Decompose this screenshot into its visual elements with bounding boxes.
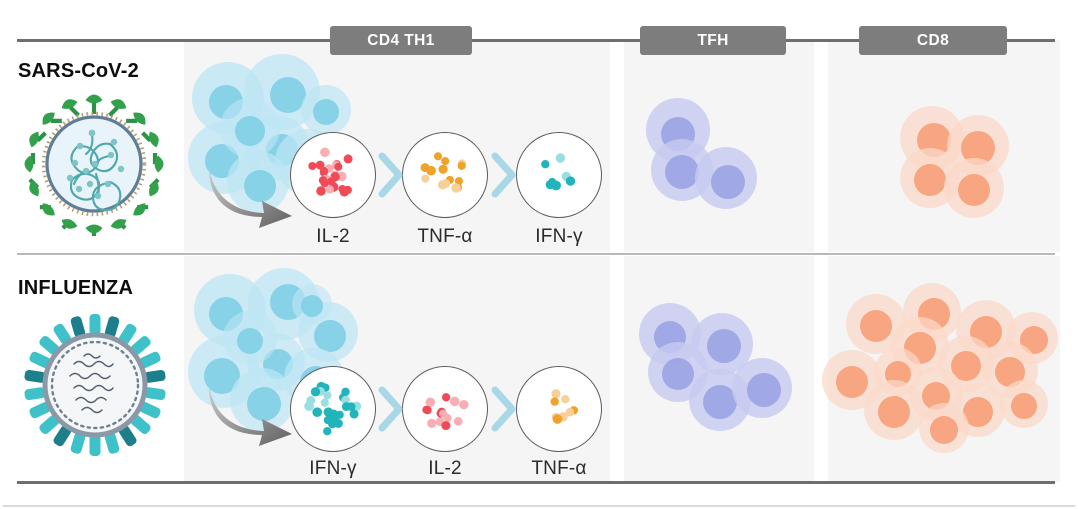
- cytokine-circle-influenza-2: [516, 366, 602, 452]
- chevron-right-icon-sars-0: [378, 152, 404, 198]
- row-divider-rule: [17, 253, 1055, 255]
- tfh-cell-cluster-influenza: [634, 300, 809, 460]
- cd4th1-cell-cluster-influenza: [186, 262, 366, 447]
- cytokine-label-influenza-0: IFN-γ: [309, 458, 357, 479]
- cytokine-label-influenza-1: IL-2: [428, 458, 462, 479]
- cytokine-circle-influenza-0: [290, 366, 376, 452]
- sars-cov-2-virion-icon: [22, 92, 166, 236]
- cd8-cell-cluster-sars: [890, 100, 1020, 220]
- curved-arrow-icon-sars: [206, 160, 306, 230]
- cytokine-label-sars-0: IL-2: [316, 226, 350, 247]
- influenza-virion-icon: [18, 308, 172, 462]
- baseline-rule: [0, 505, 1078, 507]
- cd8-cell-cluster-influenza: [820, 283, 1068, 466]
- tfh-cell-cluster-sars: [640, 96, 800, 216]
- chevron-right-icon-influenza-0: [378, 386, 404, 432]
- cytokine-circle-influenza-1: [402, 366, 488, 452]
- column-header-cd8: CD8: [859, 26, 1007, 55]
- chevron-right-icon-influenza-1: [491, 386, 517, 432]
- chevron-right-icon-sars-1: [491, 152, 517, 198]
- top-rule: [17, 39, 1055, 42]
- cytokine-circle-sars-1: [402, 132, 488, 218]
- column-header-cd4th1: CD4 TH1: [330, 26, 472, 55]
- cytokine-label-sars-2: IFN-γ: [535, 226, 583, 247]
- cytokine-circle-sars-0: [290, 132, 376, 218]
- row-label-influenza: INFLUENZA: [18, 277, 134, 299]
- cytokine-circle-sars-2: [516, 132, 602, 218]
- column-header-tfh: TFH: [640, 26, 786, 55]
- row-label-sars-cov-2: SARS-CoV-2: [18, 60, 139, 82]
- cytokine-label-sars-1: TNF-α: [417, 226, 473, 247]
- curved-arrow-icon-influenza: [206, 378, 306, 448]
- bottom-rule: [17, 481, 1055, 484]
- cytokine-label-influenza-2: TNF-α: [531, 458, 587, 479]
